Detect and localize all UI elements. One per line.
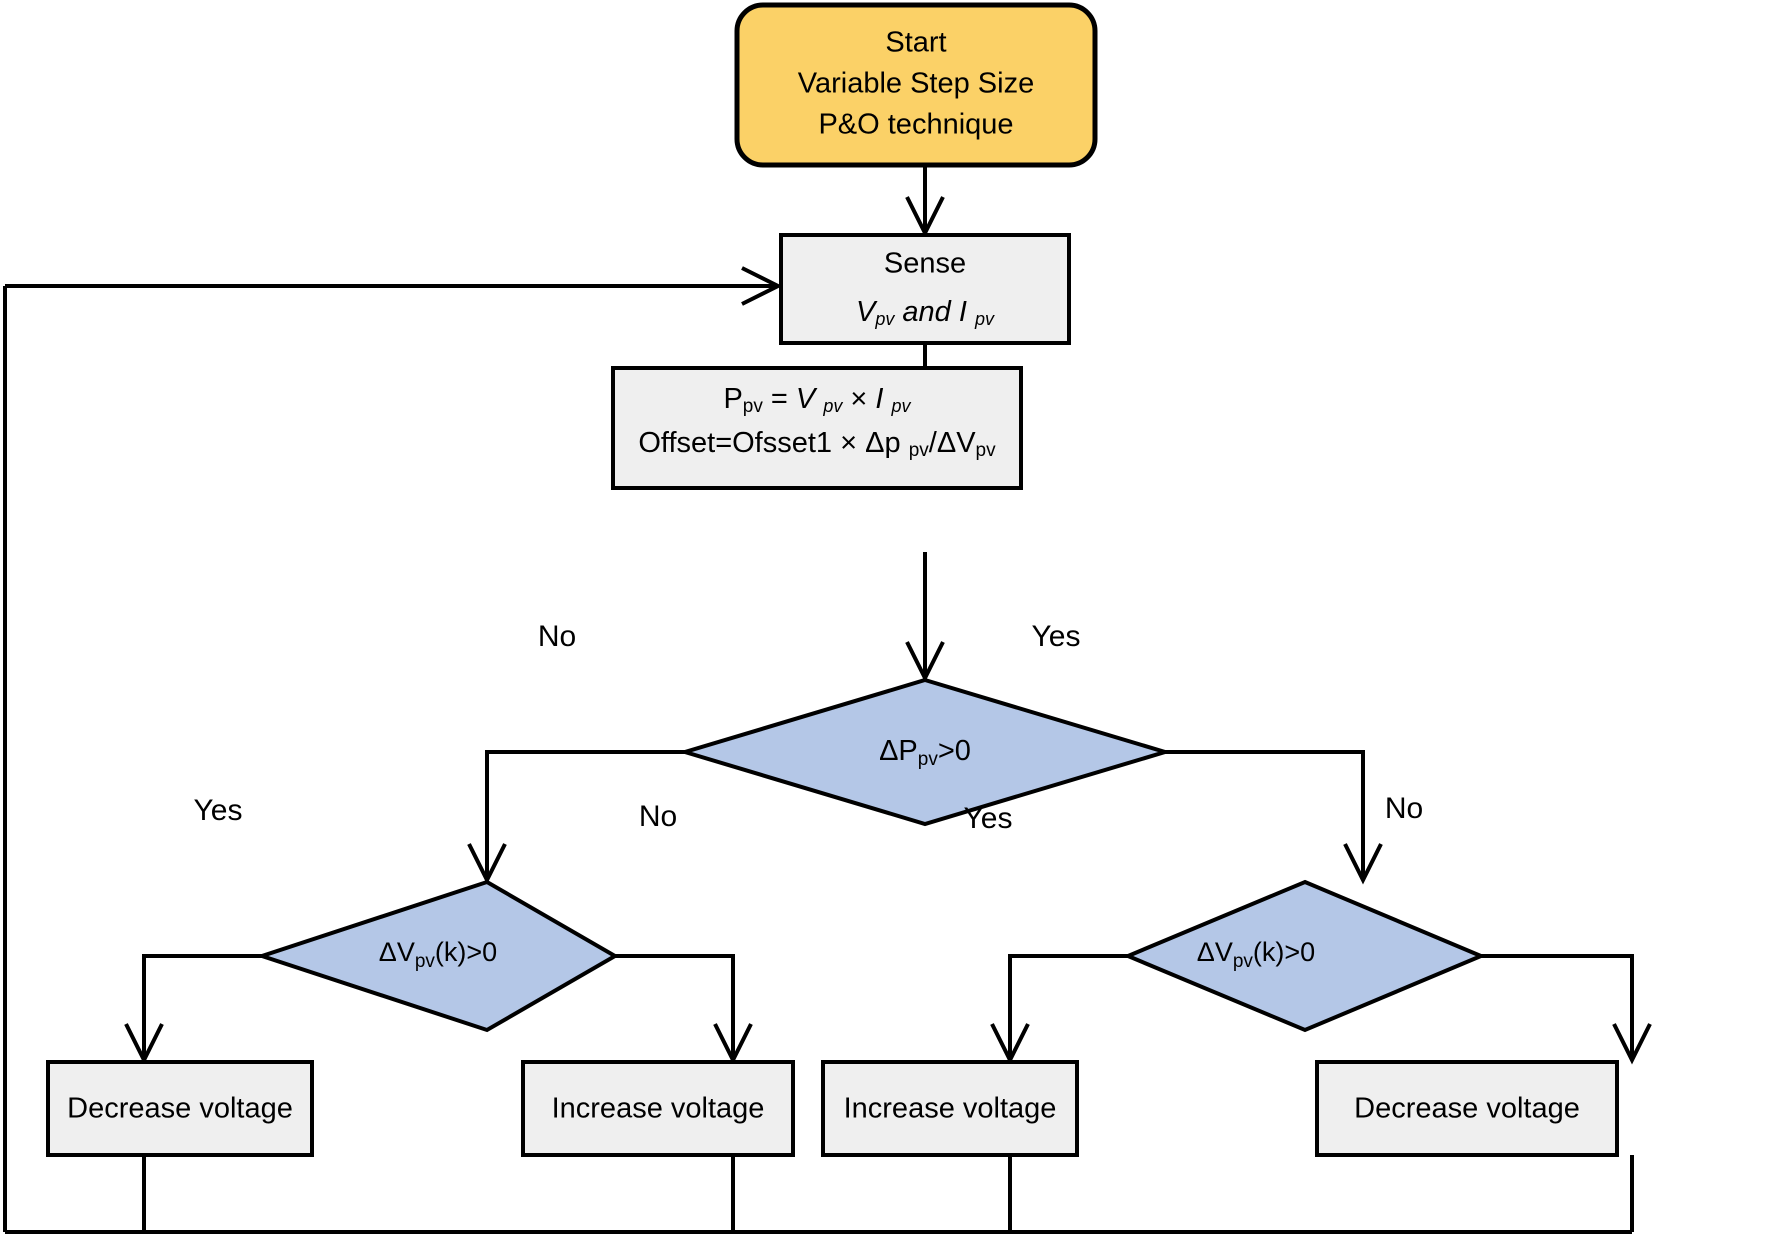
- connector-right-no: [1481, 954, 1634, 1060]
- branch-label-right-yes: Yes: [964, 802, 1013, 835]
- compute-delta-p: Δp: [865, 427, 909, 459]
- compute-delta-p-subscript: pv: [909, 440, 930, 461]
- connector-left-no: [615, 954, 735, 1060]
- right-decision-tail: (k)>0: [1253, 937, 1315, 967]
- node-compute-line2: Offset=Ofsset1 × Δp pv/ΔVpv: [638, 427, 996, 461]
- node-decision-volt-left[interactable]: [255, 879, 619, 1033]
- node-start[interactable]: [734, 2, 1098, 168]
- sense-i-subscript: pv: [974, 309, 995, 329]
- node-action-increase-1[interactable]: [521, 1060, 795, 1157]
- decision-power-subscript: pv: [918, 749, 939, 770]
- node-action-decrease-2[interactable]: [1315, 1060, 1619, 1157]
- connector-power-yes: [1165, 750, 1365, 880]
- node-action-increase-1-label: Increase voltage: [552, 1093, 765, 1125]
- sense-v-subscript: pv: [874, 309, 895, 329]
- node-action-decrease-1[interactable]: [46, 1060, 314, 1157]
- branch-label-power-yes: Yes: [1032, 620, 1081, 653]
- right-decision-delta-v: ΔV: [1197, 937, 1233, 967]
- node-decision-volt-right-label: ΔVpv(k)>0: [1197, 937, 1315, 972]
- decision-power-delta-p: ΔP: [879, 735, 918, 767]
- right-decision-subscript: pv: [1233, 951, 1254, 972]
- compute-p-subscript: pv: [743, 396, 764, 417]
- node-action-increase-2-label: Increase voltage: [844, 1093, 1057, 1125]
- node-start-line3: P&O technique: [818, 109, 1013, 141]
- left-decision-delta-v: ΔV: [379, 937, 415, 967]
- node-action-increase-2[interactable]: [821, 1060, 1079, 1157]
- compute-v-subscript: pv: [822, 396, 843, 416]
- compute-delta-v: ΔV: [937, 427, 976, 459]
- compute-v-symbol: V: [796, 383, 823, 415]
- compute-multiply-1: ×: [842, 383, 875, 415]
- branch-label-power-no: No: [538, 620, 576, 653]
- compute-slash: /: [929, 427, 938, 459]
- node-sense-line2: Vpv and I pv: [856, 296, 995, 329]
- node-sense-line1: Sense: [884, 248, 966, 280]
- compute-i-subscript: pv: [891, 396, 912, 416]
- compute-i-symbol: I: [875, 383, 891, 415]
- node-sense[interactable]: [779, 233, 1071, 345]
- node-compute-line1: Ppv = V pv × I pv: [723, 383, 911, 417]
- connector-left-yes: [142, 954, 262, 1060]
- node-action-decrease-2-label: Decrease voltage: [1354, 1093, 1580, 1125]
- arrowhead-right-decision-top: [1343, 843, 1383, 885]
- node-decision-volt-right[interactable]: [1122, 879, 1487, 1033]
- branch-label-left-no: No: [639, 800, 677, 833]
- node-compute[interactable]: [611, 366, 1023, 490]
- arrowhead-action4-top: [1612, 1023, 1652, 1065]
- sense-and-word: and: [894, 296, 959, 328]
- branch-label-right-no: No: [1385, 792, 1423, 825]
- decision-power-tail: >0: [938, 735, 971, 767]
- branch-label-left-yes: Yes: [194, 794, 243, 827]
- arrowhead-sense-left: [741, 266, 783, 306]
- left-decision-tail: (k)>0: [435, 937, 497, 967]
- compute-delta-v-subscript: pv: [976, 440, 997, 461]
- node-start-line2: Variable Step Size: [798, 68, 1034, 100]
- node-start-line1: Start: [885, 27, 946, 59]
- node-action-decrease-1-label: Decrease voltage: [67, 1093, 293, 1125]
- sense-i-symbol: I: [959, 296, 975, 328]
- left-decision-subscript: pv: [415, 951, 436, 972]
- compute-equals: =: [763, 383, 796, 415]
- connector-right-yes: [1008, 954, 1128, 1060]
- node-decision-power-label: ΔPpv>0: [879, 735, 971, 770]
- node-decision-power[interactable]: [678, 677, 1172, 827]
- compute-p-symbol: P: [723, 383, 742, 415]
- connector-power-no: [485, 750, 685, 880]
- node-decision-volt-left-label: ΔVpv(k)>0: [379, 937, 497, 972]
- compute-multiply-2: ×: [832, 427, 865, 459]
- compute-offset-text: Offset=Ofsset1: [638, 427, 832, 459]
- sense-v-symbol: V: [856, 296, 878, 328]
